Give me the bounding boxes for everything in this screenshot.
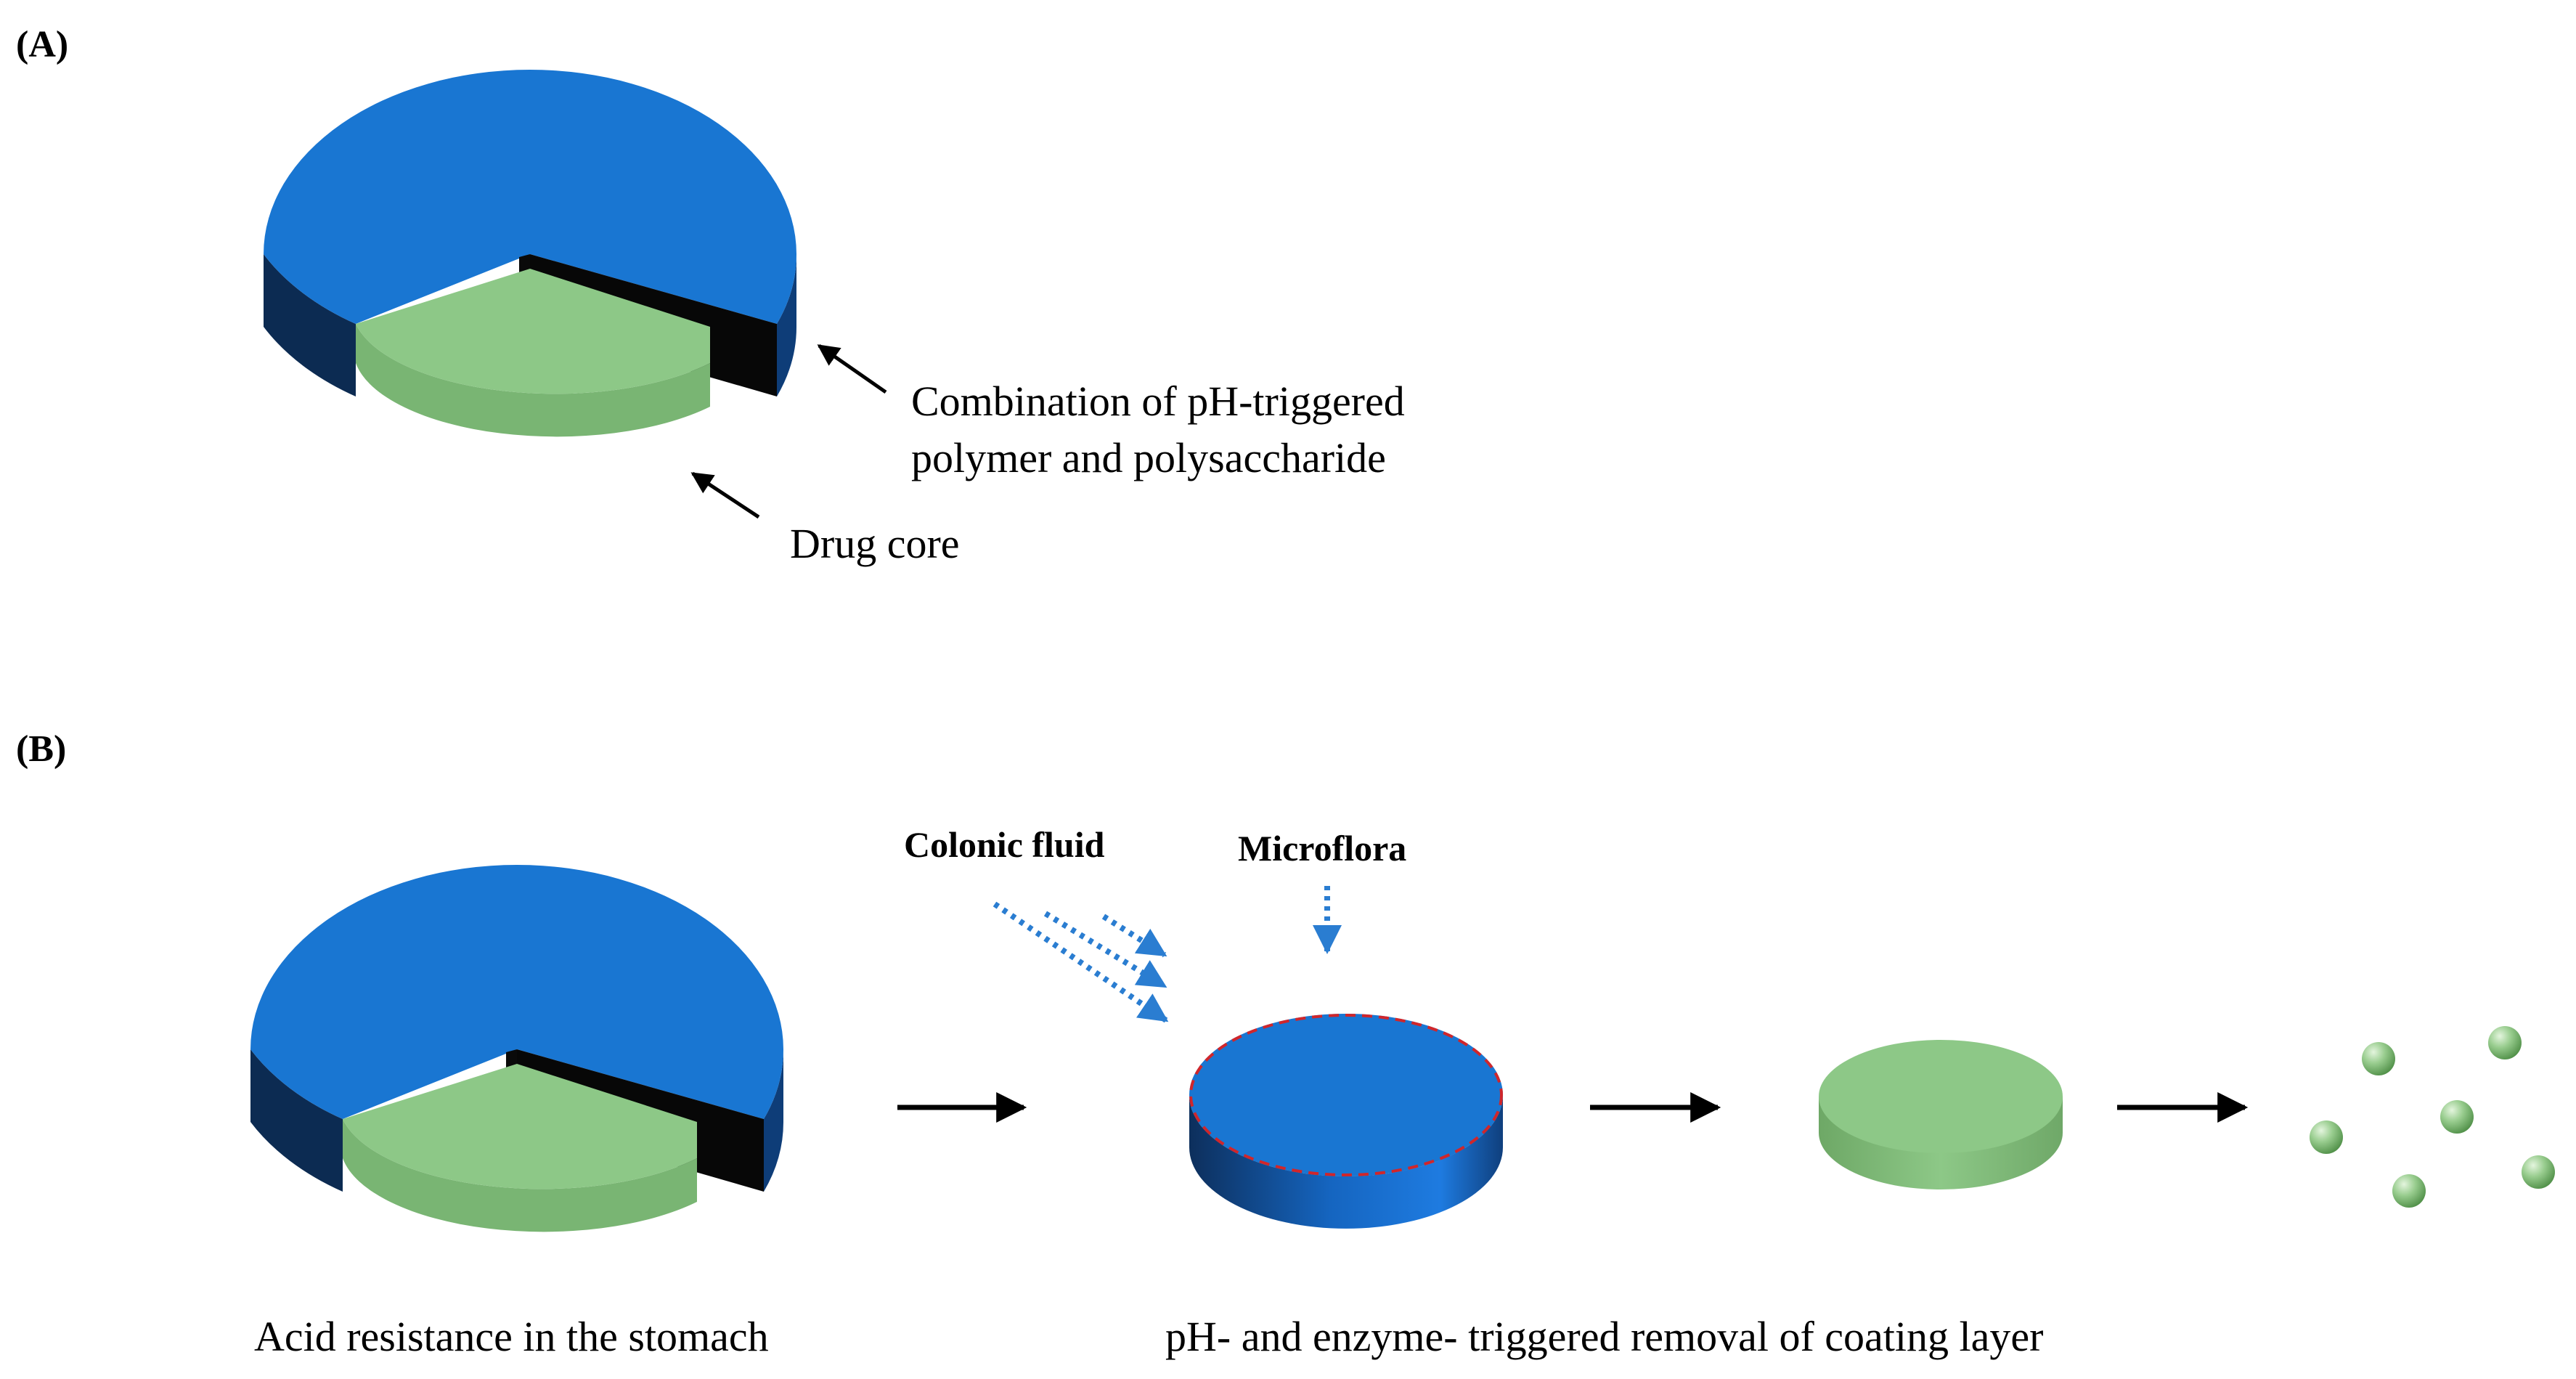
drug-core-top	[356, 269, 710, 394]
panel-b-label: (B)	[16, 728, 66, 770]
drug-core-side	[356, 324, 710, 437]
drug-particle	[2392, 1174, 2426, 1208]
coated-tablet	[1189, 1014, 1503, 1229]
released-drug-particles	[2310, 1026, 2555, 1208]
coating-top	[264, 70, 797, 324]
panel-a-label: (A)	[16, 24, 68, 65]
drug-particle	[2362, 1042, 2395, 1075]
core-annotation: Drug core	[790, 520, 960, 567]
core-pointer-arrow	[690, 471, 760, 519]
dashed-coating-outline	[1189, 1014, 1503, 1176]
stomach-caption: Acid resistance in the stomach	[254, 1313, 769, 1360]
colonic-fluid-label: Colonic fluid	[904, 824, 1105, 865]
tablet-right-side	[777, 254, 797, 396]
tablet-side-wall	[264, 254, 356, 396]
coating-annotation-line1: Combination of pH-triggered	[911, 378, 1405, 425]
drug-particle	[2522, 1155, 2555, 1189]
drug-particle	[2440, 1100, 2474, 1134]
microflora-label: Microflora	[1238, 828, 1406, 869]
drug-particle	[2488, 1026, 2522, 1059]
uncoated-drug-core	[1819, 1040, 2063, 1189]
layered-tablet-cutaway-a	[264, 70, 797, 437]
coating-pointer-arrow	[817, 343, 887, 394]
removal-caption: pH- and enzyme- triggered removal of coa…	[1165, 1313, 2043, 1360]
layered-tablet-cutaway-b	[250, 865, 784, 1232]
coating-annotation-line2: polymer and polysaccharide	[911, 434, 1386, 481]
colonic-fluid-dotted-arrows	[993, 901, 1169, 1023]
drug-particle	[2310, 1120, 2343, 1154]
